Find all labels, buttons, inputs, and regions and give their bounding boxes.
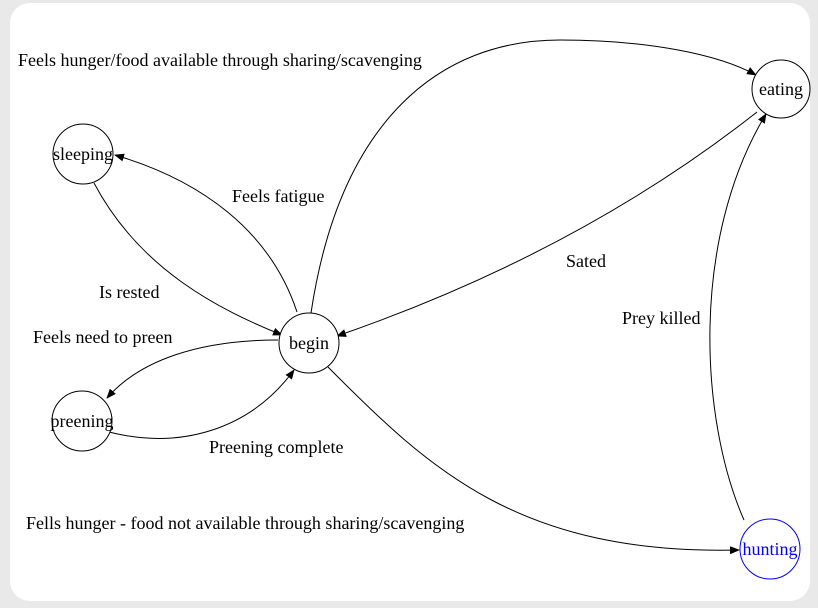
node-sleeping-label: sleeping xyxy=(53,144,113,164)
diagram-canvas xyxy=(10,3,810,601)
edge-label-feels-fatigue: Feels fatigue xyxy=(232,186,324,206)
node-hunting-label: hunting xyxy=(742,539,797,559)
edge-sleeping-to-begin xyxy=(93,182,283,336)
node-eating-label: eating xyxy=(759,79,803,99)
edge-label-sated: Sated xyxy=(566,251,606,271)
node-eating[interactable]: eating xyxy=(751,59,811,119)
node-preening-label: preening xyxy=(51,411,114,431)
node-sleeping[interactable]: sleeping xyxy=(52,123,114,185)
edge-begin-to-eating xyxy=(310,39,757,314)
edge-preening-to-begin xyxy=(108,369,295,439)
node-preening[interactable]: preening xyxy=(51,390,114,452)
edge-begin-to-preening xyxy=(106,339,279,399)
edge-label-fells-hunger-no-food: Fells hunger - food not available throug… xyxy=(26,513,464,533)
edge-begin-to-sleeping xyxy=(114,153,298,313)
edge-label-is-rested: Is rested xyxy=(99,282,159,302)
node-begin-label: begin xyxy=(289,333,329,353)
node-begin[interactable]: begin xyxy=(278,312,340,374)
node-hunting[interactable]: hunting xyxy=(739,518,801,580)
edge-eating-to-begin xyxy=(336,111,758,337)
edge-label-prey-killed: Prey killed xyxy=(622,308,701,328)
edge-label-feels-hunger-sharing: Feels hunger/food available through shar… xyxy=(18,50,422,70)
edge-begin-to-hunting xyxy=(327,366,740,555)
edge-hunting-to-eating xyxy=(709,113,767,521)
edge-label-preening-complete: Preening complete xyxy=(209,437,343,457)
edge-label-feels-need-to-preen: Feels need to preen xyxy=(33,327,172,347)
